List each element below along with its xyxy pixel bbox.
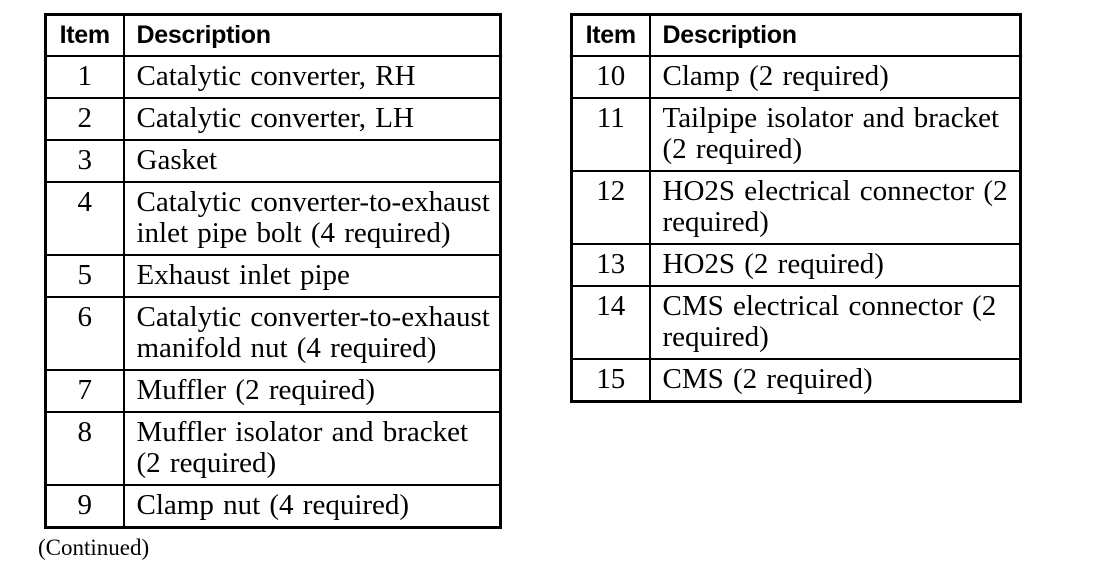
item-number-cell: 4 [44,181,125,256]
parts-table: Item Description 10 Clamp (2 required) 1… [570,13,1022,403]
column-header-description: Description [648,13,1022,57]
column-header-item: Item [44,13,125,57]
item-number-cell: 3 [44,139,125,183]
table-row: 1 Catalytic converter, RH [44,55,502,99]
table-row: 5 Exhaust inlet pipe [44,254,502,298]
item-number-cell: 2 [44,97,125,141]
table-row: 8 Muffler isolator and bracket (2 requir… [44,411,502,486]
item-number-cell: 12 [570,170,651,245]
description-cell: Gasket [122,139,502,183]
item-number-cell: 11 [570,97,651,172]
table-row: 3 Gasket [44,139,502,183]
item-number-cell: 14 [570,285,651,360]
table-row: 2 Catalytic converter, LH [44,97,502,141]
table-row: 14 CMS electrical connector (2 required) [570,285,1022,360]
parts-table-items-1-9: Item Description 1 Catalytic converter, … [38,13,502,561]
column-header-description: Description [122,13,502,57]
table-row: 7 Muffler (2 required) [44,369,502,413]
item-number-cell: 13 [570,243,651,287]
item-number-cell: 6 [44,296,125,371]
parts-table-items-10-15: Item Description 10 Clamp (2 required) 1… [570,13,1022,403]
table-header-row: Item Description [44,13,502,57]
item-number-cell: 1 [44,55,125,99]
item-number-cell: 8 [44,411,125,486]
parts-table: Item Description 1 Catalytic converter, … [44,13,502,529]
description-cell: Catalytic converter, LH [122,97,502,141]
description-cell: Clamp (2 required) [648,55,1022,99]
continued-note: (Continued) [38,535,150,560]
item-number-cell: 15 [570,358,651,403]
item-number-cell: 7 [44,369,125,413]
description-cell: HO2S (2 required) [648,243,1022,287]
description-cell: Clamp nut (4 required) [122,484,502,529]
table-row: 4 Catalytic converter-to-exhaust inlet p… [44,181,502,256]
table-row: 11 Tailpipe isolator and bracket (2 requ… [570,97,1022,172]
description-cell: Muffler isolator and bracket (2 required… [122,411,502,486]
table-row: 13 HO2S (2 required) [570,243,1022,287]
table-row: 15 CMS (2 required) [570,358,1022,403]
table-row: 12 HO2S electrical connector (2 required… [570,170,1022,245]
column-header-item: Item [570,13,651,57]
description-cell: Muffler (2 required) [122,369,502,413]
description-cell: HO2S electrical connector (2 required) [648,170,1022,245]
description-cell: Catalytic converter, RH [122,55,502,99]
description-cell: Exhaust inlet pipe [122,254,502,298]
item-number-cell: 10 [570,55,651,99]
table-row: 10 Clamp (2 required) [570,55,1022,99]
description-cell: CMS (2 required) [648,358,1022,403]
table-row: 6 Catalytic converter-to-exhaust manifol… [44,296,502,371]
item-number-cell: 9 [44,484,125,529]
description-cell: CMS electrical connector (2 required) [648,285,1022,360]
description-cell: Catalytic converter-to-exhaust manifold … [122,296,502,371]
table-header-row: Item Description [570,13,1022,57]
table-row: 9 Clamp nut (4 required) [44,484,502,529]
item-number-cell: 5 [44,254,125,298]
description-cell: Tailpipe isolator and bracket (2 require… [648,97,1022,172]
description-cell: Catalytic converter-to-exhaust inlet pip… [122,181,502,256]
